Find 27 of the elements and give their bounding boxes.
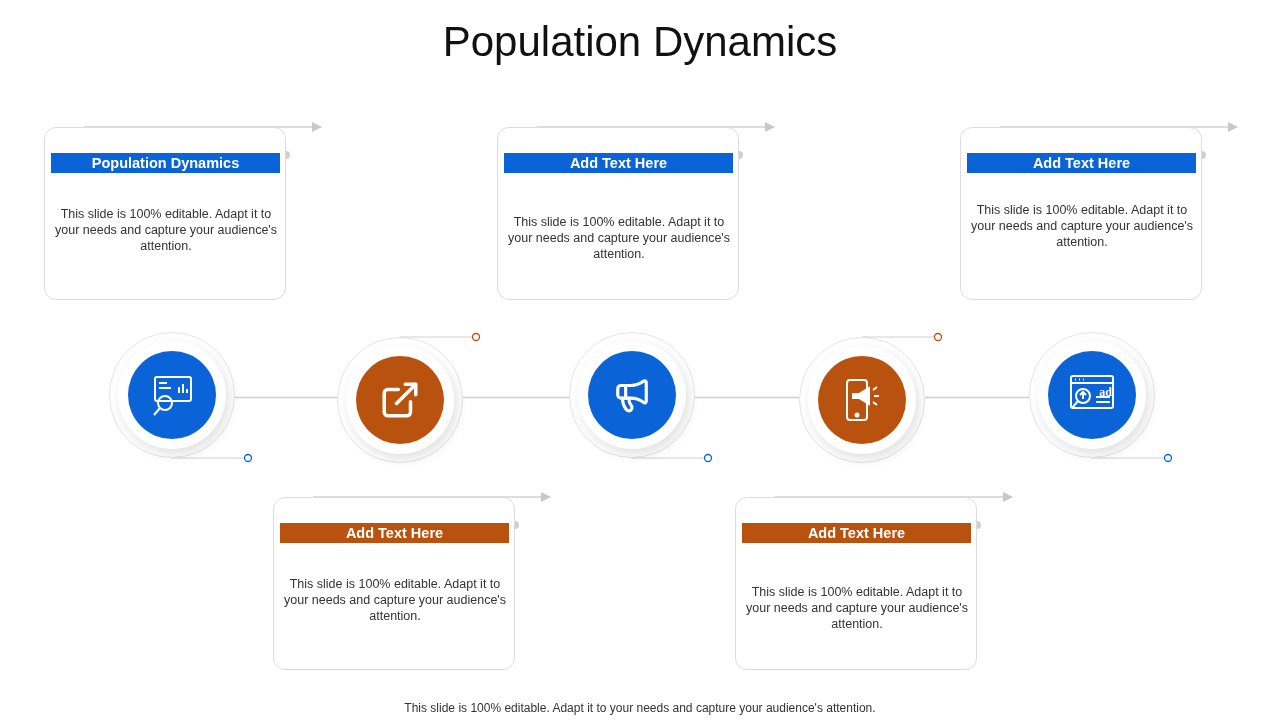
- card-text: This slide is 100% editable. Adapt it to your needs and capture your audience's attention.: [970, 202, 1194, 250]
- card-text: This slide is 100% editable. Adapt it to your needs and capture your audience's attention.: [54, 206, 278, 254]
- leader-line: [1091, 453, 1173, 463]
- leader-line: [631, 453, 713, 463]
- card-heading: Population Dynamics: [51, 153, 280, 173]
- card-heading: Add Text Here: [280, 523, 509, 543]
- title: Population Dynamics: [441, 18, 839, 66]
- text-card: [497, 127, 739, 300]
- leader-line: [399, 332, 481, 342]
- caption: This slide is 100% editable. Adapt it to your needs and capture your audience's attention.: [403, 701, 877, 715]
- connector-line: [462, 396, 570, 399]
- leader-line: [171, 453, 253, 463]
- connector-line: [694, 396, 800, 399]
- card-text: This slide is 100% editable. Adapt it to your needs and capture your audience's attention.: [745, 584, 969, 632]
- card-text: This slide is 100% editable. Adapt it to your needs and capture your audience's attention.: [283, 576, 507, 624]
- icon-label: ad: [1099, 386, 1112, 398]
- text-card: [735, 497, 977, 670]
- text-card: [44, 127, 286, 300]
- text-card: [960, 127, 1202, 300]
- connector-line: [924, 396, 1030, 399]
- text-card: [273, 497, 515, 670]
- card-heading: Add Text Here: [504, 153, 733, 173]
- leader-line: [861, 332, 943, 342]
- card-text: This slide is 100% editable. Adapt it to your needs and capture your audience's attention.: [507, 214, 731, 262]
- card-heading: Add Text Here: [742, 523, 971, 543]
- connector-line: [234, 396, 338, 399]
- card-heading: Add Text Here: [967, 153, 1196, 173]
